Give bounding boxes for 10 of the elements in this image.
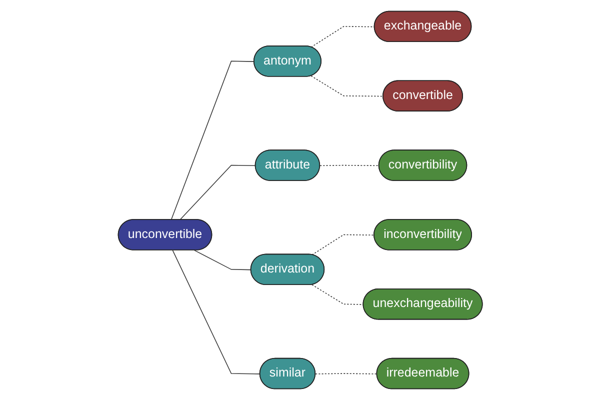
connector (314, 373, 378, 374)
connector (194, 250, 252, 270)
connector (310, 76, 384, 97)
connector (172, 250, 260, 374)
connector (310, 26, 375, 48)
connector (179, 164, 256, 220)
connector (170, 60, 254, 220)
connector (311, 234, 374, 256)
connector (319, 164, 380, 166)
connector (311, 284, 364, 305)
